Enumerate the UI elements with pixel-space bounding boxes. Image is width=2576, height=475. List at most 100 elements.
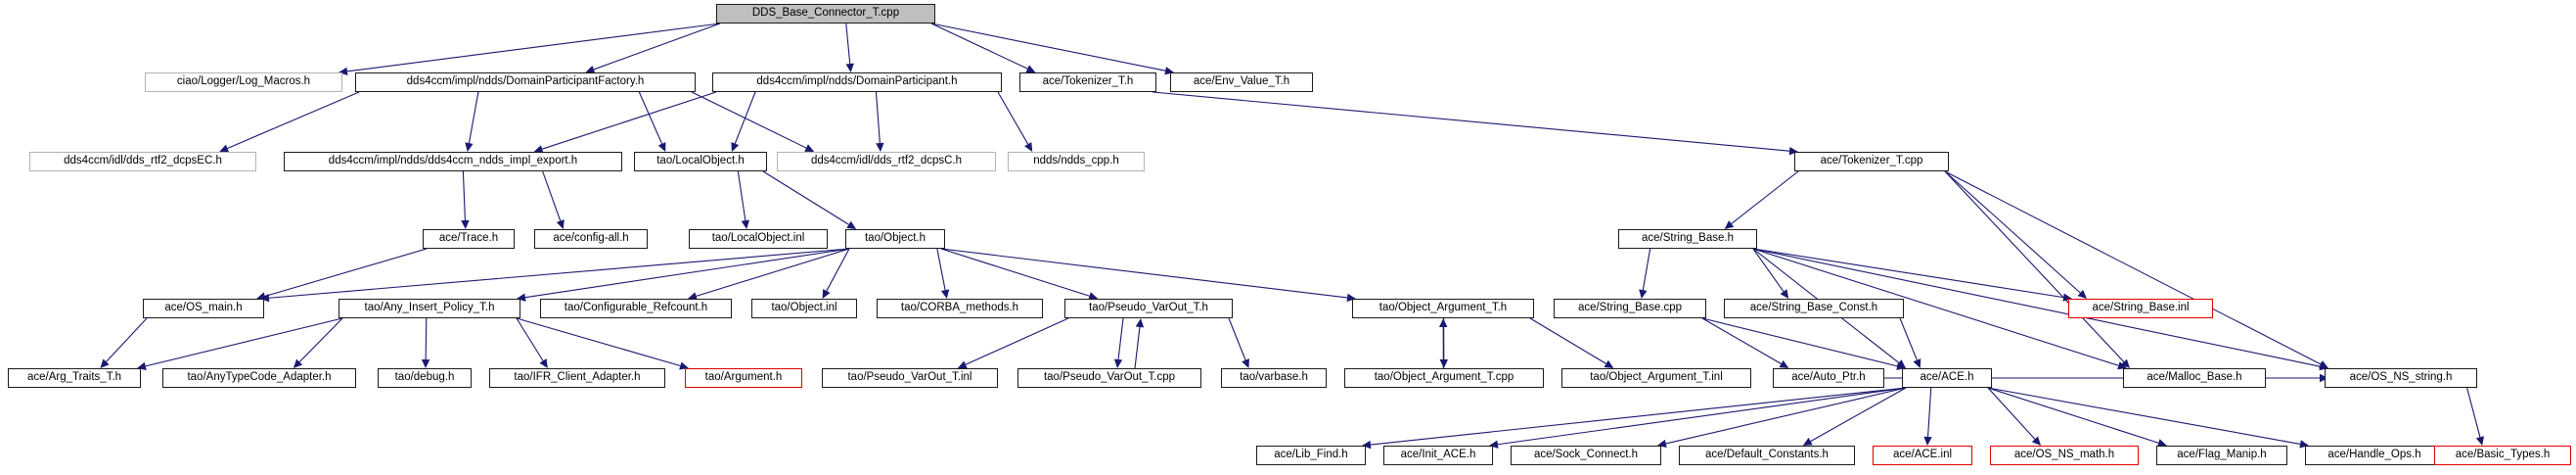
graph-node-ace-os-ns-string-h[interactable]: ace/OS_NS_string.h <box>2325 368 2477 388</box>
graph-node-tao-localobject-h[interactable]: tao/LocalObject.h <box>634 152 767 171</box>
graph-node-ace-config-all-h[interactable]: ace/config-all.h <box>534 229 648 249</box>
graph-edge <box>696 248 850 297</box>
graph-node-ace-init-ace-h[interactable]: ace/Init_ACE.h <box>1383 446 1493 465</box>
graph-edge <box>1927 387 1932 438</box>
graph-node-tao-object-h[interactable]: tao/Object.h <box>845 229 945 249</box>
graph-edge-arrowhead <box>876 142 884 152</box>
graph-node-dds4ccm-impl-ndds-dds4ccm-ndds-impl-export-h[interactable]: dds4ccm/impl/ndds/dds4ccm_ndds_impl_expo… <box>284 152 622 171</box>
graph-node-ace-auto-ptr-h[interactable]: ace/Auto_Ptr.h <box>1773 368 1884 388</box>
graph-edge <box>516 317 681 367</box>
graph-edge <box>516 317 544 361</box>
graph-edge-arrowhead <box>2077 289 2087 299</box>
graph-edge <box>845 23 851 65</box>
graph-edge-arrowhead <box>1780 289 1789 299</box>
graph-node-tao-pseudo-varout-t-inl[interactable]: tao/Pseudo_VarOut_T.inl <box>822 368 998 388</box>
graph-node-ace-arg-traits-t-h[interactable]: ace/Arg_Traits_T.h <box>8 368 141 388</box>
graph-node-ace-handle-ops-h[interactable]: ace/Handle_Ops.h <box>2305 446 2444 465</box>
graph-edge-arrowhead <box>1113 358 1123 368</box>
graph-edge <box>1944 170 2322 365</box>
graph-node-tao-object-argument-t-cpp[interactable]: tao/Object_Argument_T.cpp <box>1344 368 1544 388</box>
graph-node-ace-env-value-t-h[interactable]: ace/Env_Value_T.h <box>1170 72 1313 92</box>
graph-node-ace-string-base-const-h[interactable]: ace/String_Base_Const.h <box>1724 299 1904 318</box>
graph-node-dds4ccm-idl-dds-rtf2-dcpsec-h[interactable]: dds4ccm/idl/dds_rtf2_dcpsEC.h <box>29 152 256 171</box>
graph-node-dds4ccm-impl-ndds-domainparticipantfactory-h[interactable]: dds4ccm/impl/ndds/DomainParticipantFacto… <box>355 72 696 92</box>
graph-edge-arrowhead <box>1439 318 1448 328</box>
graph-edge <box>2466 387 2481 438</box>
graph-edge <box>1752 248 1785 292</box>
graph-edge-arrowhead <box>2120 358 2130 368</box>
graph-node-ace-os-main-h[interactable]: ace/OS_main.h <box>143 299 264 318</box>
graph-edge-arrowhead <box>461 219 470 229</box>
graph-edge <box>1752 248 2064 299</box>
graph-node-tao-object-inl[interactable]: tao/Object.inl <box>751 299 857 318</box>
graph-edge <box>936 248 946 291</box>
graph-node-ace-string-base-inl[interactable]: ace/String_Base.inl <box>2068 299 2213 318</box>
graph-edge-arrowhead <box>1439 358 1448 368</box>
graph-node-ace-tokenizer-t-cpp[interactable]: ace/Tokenizer_T.cpp <box>1794 152 1949 171</box>
graph-edge <box>227 91 360 149</box>
graph-node-ace-malloc-base-h[interactable]: ace/Malloc_Base.h <box>2123 368 2266 388</box>
graph-node-tao-debug-h[interactable]: tao/debug.h <box>378 368 472 388</box>
graph-edge-arrowhead <box>804 144 815 152</box>
graph-edge <box>965 317 1069 365</box>
graph-node-tao-any-insert-policy-t-h[interactable]: tao/Any_Insert_Policy_T.h <box>339 299 520 318</box>
graph-node-ace-ace-h[interactable]: ace/ACE.h <box>1902 368 1992 388</box>
graph-edge <box>1642 248 1651 291</box>
graph-node-tao-pseudo-varout-t-cpp[interactable]: tao/Pseudo_VarOut_T.cpp <box>1017 368 1201 388</box>
graph-node-ace-default-constants-h[interactable]: ace/Default_Constants.h <box>1679 446 1855 465</box>
graph-node-tao-argument-h[interactable]: tao/Argument.h <box>685 368 802 388</box>
graph-node-ace-basic-types-h[interactable]: ace/Basic_Types.h <box>2434 446 2571 465</box>
graph-edge <box>930 23 1166 71</box>
graph-edge <box>541 91 717 150</box>
graph-edge-arrowhead <box>1779 359 1789 368</box>
graph-edge-arrowhead <box>2319 360 2328 368</box>
graph-node-ace-ace-inl[interactable]: ace/ACE.inl <box>1873 446 1972 465</box>
graph-edge-arrowhead <box>957 360 968 369</box>
graph-node-ace-trace-h[interactable]: ace/Trace.h <box>423 229 515 249</box>
graph-edge-arrowhead <box>1896 359 1906 368</box>
graph-node-ace-tokenizer-t-h[interactable]: ace/Tokenizer_T.h <box>1019 72 1156 92</box>
graph-node-tao-localobject-inl[interactable]: tao/LocalObject.inl <box>689 229 828 249</box>
graph-node-ace-lib-find-h[interactable]: ace/Lib_Find.h <box>1256 446 1366 465</box>
graph-node-ace-flag-manip-h[interactable]: ace/Flag_Manip.h <box>2156 446 2287 465</box>
graph-node-tao-object-argument-t-h[interactable]: tao/Object_Argument_T.h <box>1352 299 1534 318</box>
graph-edge <box>462 170 466 221</box>
graph-edge <box>737 170 746 221</box>
graph-edge <box>1701 317 1898 367</box>
graph-edge <box>826 248 850 292</box>
graph-node-tao-ifr-client-adapter-h[interactable]: tao/IFR_Client_Adapter.h <box>489 368 665 388</box>
graph-node-tao-anytypecode-adapter-h[interactable]: tao/AnyTypeCode_Adapter.h <box>162 368 356 388</box>
graph-edge <box>1944 170 2081 294</box>
graph-node-dds4ccm-impl-ndds-domainparticipant-h[interactable]: dds4ccm/impl/ndds/DomainParticipant.h <box>712 72 1002 92</box>
graph-edge <box>268 248 850 299</box>
graph-node-tao-configurable-refcount-h[interactable]: tao/Configurable_Refcount.h <box>540 299 732 318</box>
graph-node-dds4ccm-idl-dds-rtf2-dcpsc-h[interactable]: dds4ccm/idl/dds_rtf2_dcpsC.h <box>777 152 996 171</box>
graph-edge <box>524 248 850 299</box>
graph-node-tao-pseudo-varout-t-h[interactable]: tao/Pseudo_VarOut_T.h <box>1064 299 1233 318</box>
graph-edge-arrowhead <box>822 289 831 299</box>
graph-node-ace-string-base-h[interactable]: ace/String_Base.h <box>1618 229 1757 249</box>
graph-edge <box>542 170 562 221</box>
graph-edge-arrowhead <box>1802 437 1813 446</box>
graph-node-tao-object-argument-t-inl[interactable]: tao/Object_Argument_T.inl <box>1561 368 1751 388</box>
graph-edge <box>1701 317 1782 364</box>
graph-edge <box>940 248 1348 299</box>
graph-edge <box>264 248 428 297</box>
graph-edge-arrowhead <box>293 358 303 368</box>
graph-edge <box>1899 317 1918 360</box>
graph-edge <box>930 23 1028 70</box>
graph-edge <box>1370 387 1907 446</box>
graph-node-ciao-logger-log-macros-h[interactable]: ciao/Logger/Log_Macros.h <box>145 72 342 92</box>
graph-node-tao-corba-methods-h[interactable]: tao/CORBA_methods.h <box>877 299 1043 318</box>
graph-node-ndds-ndds-cpp-h[interactable]: ndds/ndds_cpp.h <box>1008 152 1145 171</box>
graph-edge-arrowhead <box>1024 142 1033 152</box>
graph-edge <box>346 23 721 72</box>
graph-node-ace-os-ns-math-h[interactable]: ace/OS_NS_math.h <box>1990 446 2139 465</box>
graph-node-ace-string-base-cpp[interactable]: ace/String_Base.cpp <box>1554 299 1706 318</box>
graph-node-tao-varbase-h[interactable]: tao/varbase.h <box>1221 368 1327 388</box>
graph-node-ace-sock-connect-h[interactable]: ace/Sock_Connect.h <box>1511 446 1661 465</box>
graph-node-dds-base-connector-t-cpp[interactable]: DDS_Base_Connector_T.cpp <box>716 4 935 24</box>
graph-edge-arrowhead <box>2475 436 2484 446</box>
graph-edge <box>875 91 881 144</box>
